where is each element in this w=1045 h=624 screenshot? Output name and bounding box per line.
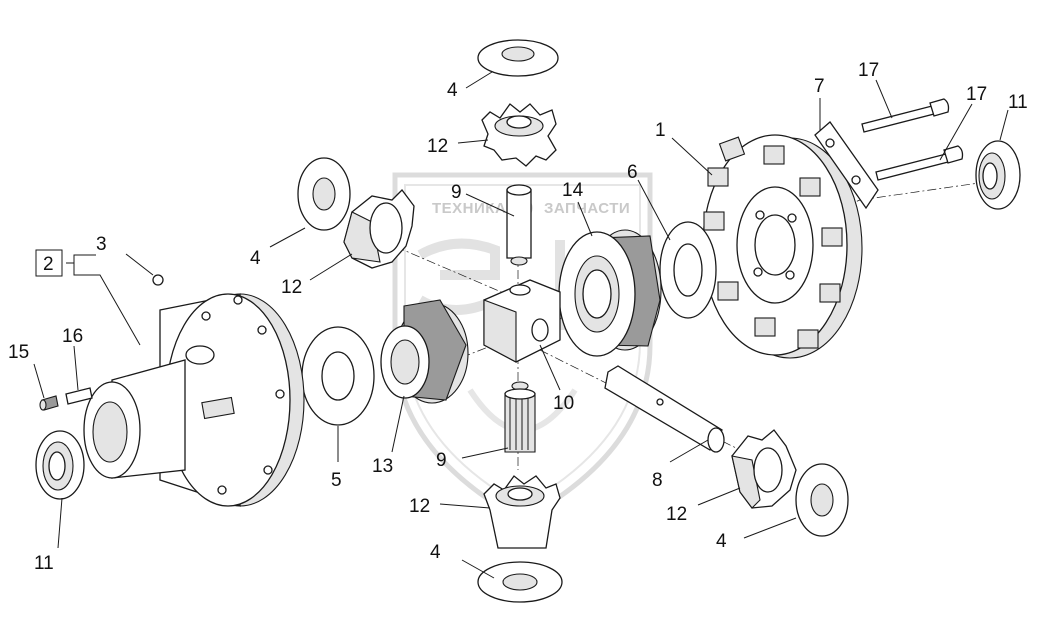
part-bearing-left <box>35 430 85 500</box>
part-carrier-flange <box>702 134 863 359</box>
watermark-right-text: ЗАПЧАСТИ <box>544 200 630 217</box>
watermark-left-text: ТЕХНИКА <box>432 200 506 217</box>
callout-10: 10 <box>553 393 574 414</box>
callout-7: 7 <box>814 76 825 97</box>
callout-12-left: 12 <box>281 277 302 298</box>
part-washer-left <box>297 157 351 231</box>
callout-17-upper: 17 <box>858 60 879 81</box>
callout-15: 15 <box>8 342 29 363</box>
callout-4-left: 4 <box>250 248 261 269</box>
callout-8: 8 <box>652 470 663 491</box>
part-locking-plate <box>814 121 879 210</box>
callout-labels: 1 2 3 4 4 4 4 5 6 7 8 9 9 10 11 11 12 12… <box>8 60 1028 574</box>
part-thrust-washer-right <box>659 221 717 319</box>
part-differential-housing <box>83 293 305 507</box>
callout-12-top: 12 <box>427 136 448 157</box>
callout-2-box <box>35 249 63 277</box>
callout-14: 14 <box>562 180 584 201</box>
callout-11-left: 11 <box>34 553 54 574</box>
part-ball <box>152 274 164 286</box>
callout-9-lower: 9 <box>436 450 447 471</box>
part-stud-pin <box>65 387 93 405</box>
part-bolts <box>861 98 964 181</box>
callout-3: 3 <box>96 234 107 255</box>
part-set-screw <box>39 395 59 411</box>
part-washer-top <box>477 39 559 77</box>
callout-16: 16 <box>62 326 83 347</box>
part-pin-lower <box>504 381 536 453</box>
callout-2: 2 <box>43 254 54 275</box>
part-side-gear-right <box>558 229 662 357</box>
part-cross-block <box>483 279 561 363</box>
part-pinion-top <box>481 103 557 167</box>
part-pin-upper <box>506 184 532 266</box>
callout-12-bottom: 12 <box>409 496 430 517</box>
part-washer-bottom <box>477 561 563 603</box>
callout-17-lower: 17 <box>966 84 987 105</box>
leader-lines <box>33 71 1009 579</box>
part-pinion-right <box>731 429 797 509</box>
part-pinion-left <box>343 189 415 269</box>
callout-13: 13 <box>372 456 393 477</box>
part-side-gear-left <box>380 299 469 404</box>
part-washer-right <box>795 463 849 537</box>
part-long-shaft <box>604 365 725 453</box>
part-pinion-bottom <box>483 475 561 549</box>
part-thrust-washer-left <box>301 326 375 426</box>
callout-4-bottom: 4 <box>430 542 441 563</box>
callout-11-right: 11 <box>1008 92 1028 113</box>
callout-12-right: 12 <box>666 504 687 525</box>
callout-9-upper: 9 <box>451 182 462 203</box>
callout-4-top: 4 <box>447 80 458 101</box>
callout-6: 6 <box>627 162 638 183</box>
callout-4-right: 4 <box>716 531 727 552</box>
part-bearing-right <box>975 140 1021 210</box>
callout-5: 5 <box>331 470 342 491</box>
callout-1: 1 <box>655 120 666 141</box>
